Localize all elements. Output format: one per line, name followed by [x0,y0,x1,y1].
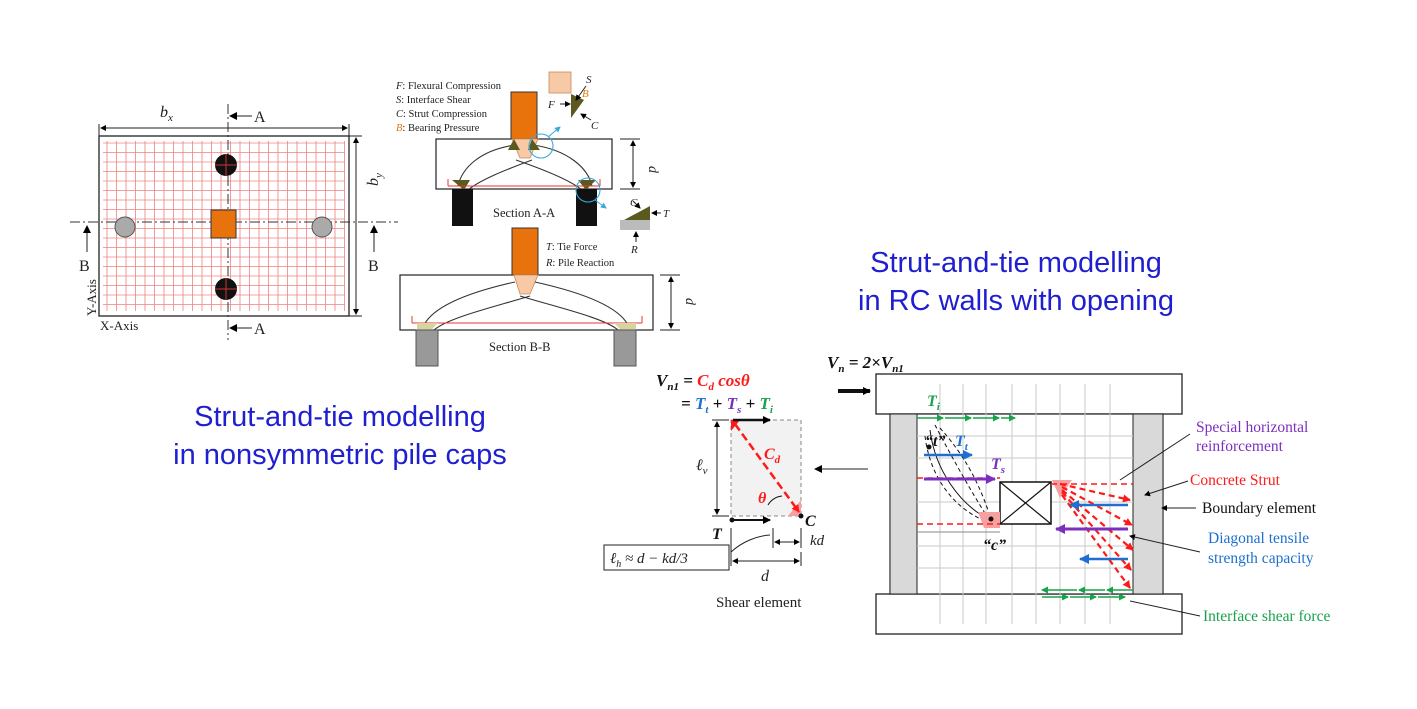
pile-grey-right [311,216,333,238]
strut-cd [733,423,801,513]
section-a-title: Section A-A [493,206,555,220]
pile-grey-left [114,216,136,238]
section-b-title: Section B-B [489,340,550,354]
lh-formula-box [603,544,730,571]
caption-pile-caps: Strut-and-tie modelling in nonsymmetric … [160,398,520,474]
svg-text:B: B [582,88,589,100]
section-a-top: A [254,109,266,126]
section-b-depth: d [682,298,697,306]
svg-text:C: Strut Compression: C: Strut Compression [396,109,488,120]
svg-text:R: Pile Reaction: R: Pile Reaction [545,258,615,269]
section-b-pile-right [613,329,637,367]
c-label: C [805,513,816,530]
svg-text:F: Flexural Compression: F: Flexural Compression [395,81,502,92]
lv-label: ℓv [696,457,708,477]
legend-section-b: T: Tie Force R: Pile Reaction [545,242,615,269]
wall-bottom-beam [875,593,1183,635]
y-axis-label: Y-Axis [84,279,99,316]
node-detail-bottom: C T R [620,197,670,256]
dim-by-label: by [365,173,385,186]
column-pier [210,209,237,239]
section-b-column [511,227,539,276]
shear-element: Vn1 = Cd cosθ = Tt + Ts + Ti Cd θ ℓv T C… [603,371,868,611]
svg-text:F: F [547,99,555,111]
wall-top-beam [875,373,1183,415]
x-axis-label: X-Axis [100,318,138,333]
section-a-pile-left [452,189,473,226]
node-c-label: “c” [983,537,1006,554]
ts-label: Ts [991,456,1005,476]
section-a-column [510,91,538,140]
section-a-pile-right [576,189,597,226]
kd-label: kd [810,533,825,549]
d-label: d [761,568,770,585]
label-reinforcement: reinforcement [1196,438,1284,455]
boundary-element-right [1132,413,1164,595]
cd-label: Cd [764,446,781,466]
equation-vn: Vn = 2×Vn1 [827,353,904,375]
svg-text:T: T [663,208,670,220]
section-a-bottom: A [254,321,266,338]
theta-label: θ [758,490,767,507]
section-a-a: d Section A-A [435,91,660,226]
label-boundary-element: Boundary element [1202,500,1317,517]
svg-text:C: C [630,197,638,209]
section-b-left: B [79,258,90,275]
equation-sum: = Tt + Ts + Ti [681,394,774,416]
caption-walls-line2: in RC walls with opening [858,285,1174,317]
ti-label: Ti [927,393,941,413]
caption-walls-line1: Strut-and-tie modelling [870,247,1162,279]
tt-label: Tt [955,433,969,453]
pile-black-top [215,154,237,176]
lh-formula: ℓh ≈ d − kd/3 [610,551,688,570]
interface-shear-bottom [1041,586,1133,601]
svg-text:C: C [591,120,599,132]
label-concrete-strut: Concrete Strut [1190,472,1281,489]
svg-text:S: S [586,74,592,86]
legend-section-a: F: Flexural Compression S: Interface She… [395,81,502,134]
section-b-pile-left [415,329,439,367]
svg-text:R: R [630,244,638,256]
dim-bx-label: bx [160,104,173,124]
boundary-element-left [889,413,918,595]
label-diagonal-tensile: Diagonal tensile [1208,530,1309,547]
node-detail-top: S F B C [547,71,599,132]
section-b-right: B [368,258,379,275]
section-b-b: d Section B-B [399,227,697,367]
t-label: T [712,526,723,543]
shear-element-caption: Shear element [716,595,802,611]
label-special-horizontal: Special horizontal [1196,419,1308,436]
pile-black-bottom [215,278,237,300]
pile-cap-plan: bx by A A B B Y-Axis X-Axis [70,104,398,340]
label-interface-shear: Interface shear force [1203,608,1330,625]
label-strength-capacity: strength capacity [1208,550,1314,567]
caption-pile-caps-line2: in nonsymmetric pile caps [173,439,507,471]
equation-vn1: Vn1 = Cd cosθ [656,371,750,393]
svg-text:S: Interface Shear: S: Interface Shear [396,95,471,106]
svg-text:T: Tie Force: T: Tie Force [546,242,598,253]
caption-pile-caps-line1: Strut-and-tie modelling [194,401,486,433]
section-a-depth: d [645,166,660,174]
rc-wall: Vn = 2×Vn1 [827,353,1330,635]
svg-text:B: Bearing Pressure: B: Bearing Pressure [396,123,480,134]
caption-walls: Strut-and-tie modelling in RC walls with… [836,244,1196,320]
